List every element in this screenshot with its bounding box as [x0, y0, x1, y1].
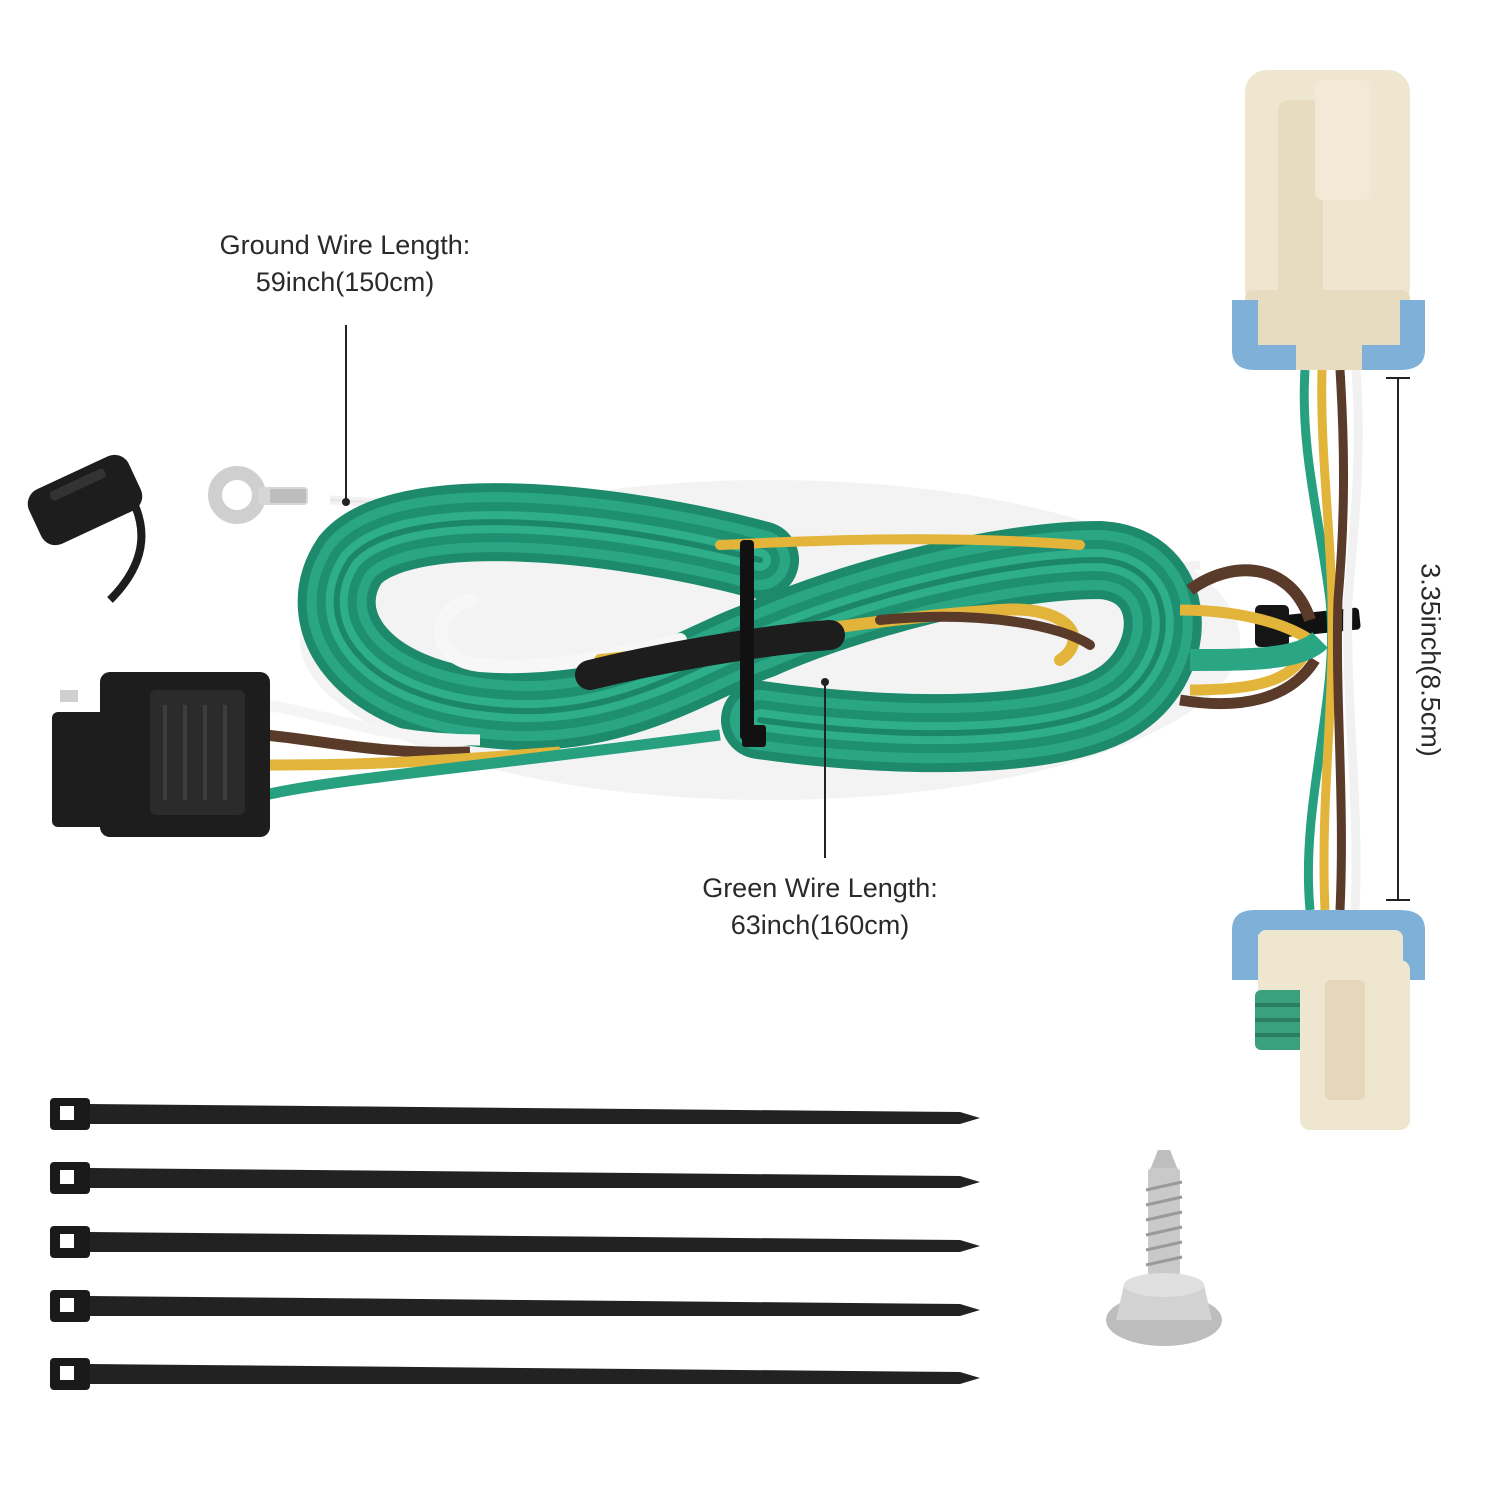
connector-wires: [1179, 369, 1363, 911]
green-wire-value: 63inch(160cm): [730, 910, 910, 940]
ground-wire-title: Ground Wire Length:: [219, 230, 471, 260]
bottom-connector: [1232, 910, 1425, 1130]
top-connector: [1232, 70, 1425, 370]
cable-tie-icon: [50, 1162, 980, 1194]
ground-wire-length-label: Ground Wire Length: 59inch(150cm): [195, 227, 495, 301]
screw-icon: [1106, 1150, 1222, 1346]
green-wire-title: Green Wire Length:: [702, 873, 938, 903]
cable-tie-set: [50, 1098, 980, 1390]
green-wire-length-label: Green Wire Length: 63inch(160cm): [670, 870, 970, 944]
green-wire-coil: [297, 483, 1202, 773]
cable-tie-icon: [50, 1226, 980, 1258]
four-way-lead: [263, 699, 721, 801]
four-way-plug: [27, 454, 270, 837]
cable-tie-icon: [50, 1358, 980, 1390]
cable-tie-icon: [50, 1098, 980, 1130]
cable-tie-icon: [50, 1290, 980, 1322]
ring-terminal-icon: [208, 466, 308, 524]
ground-wire-value: 59inch(150cm): [255, 267, 435, 297]
connector-span-label: 3.35inch(8.5cm): [1415, 563, 1446, 757]
span-dimension-line: [1386, 377, 1410, 901]
